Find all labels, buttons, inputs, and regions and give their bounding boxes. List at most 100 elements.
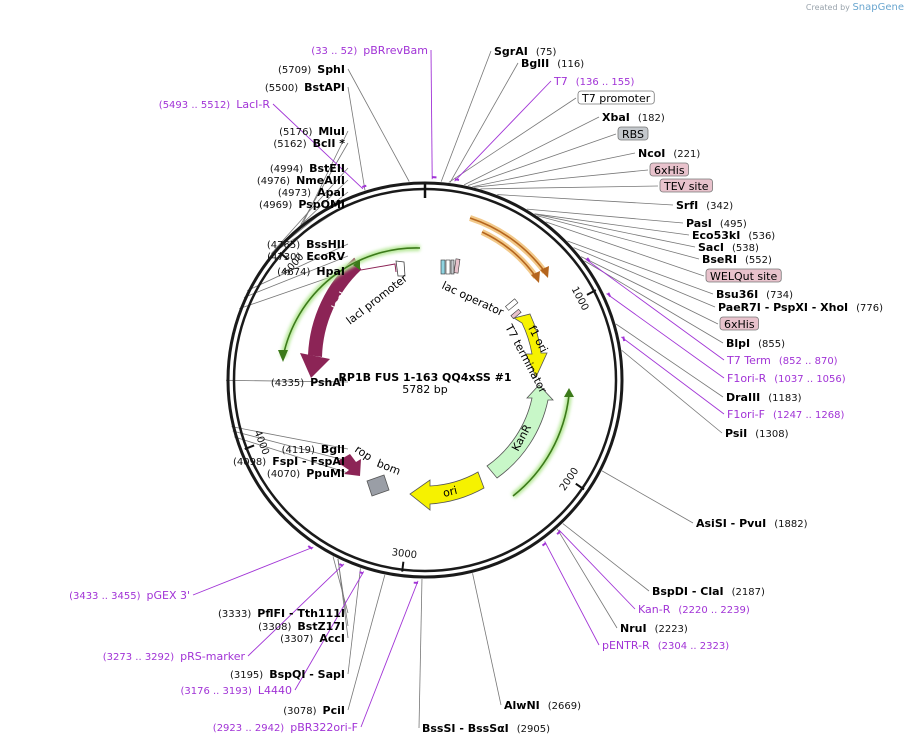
site-label-position: (855) [758,339,785,350]
primer-label-name: pBRrevBam [363,44,428,57]
primer-leader-line [247,563,345,657]
site-label-position: (2223) [655,624,688,635]
tick-mark [586,289,597,296]
primer-leader-line [585,258,725,361]
leader-line [347,574,386,711]
primer-leader-line [606,293,725,379]
orf-orange-2-line [481,231,537,278]
site-label-position: (75) [536,47,557,58]
primer-leader-lines [192,49,725,728]
orf-orange-2-head [531,271,540,283]
primer-marks [307,176,626,584]
leader-line [247,243,349,292]
leader-line [562,523,650,592]
site-label-name: XbaI [602,111,630,124]
leader-line [448,97,577,183]
site-label-position: (221) [673,149,700,160]
primer-label-name: T7 Term [726,354,771,367]
feature-label-bom: bom [375,457,403,478]
site-label-position: (3195) [230,670,263,681]
site-label-name: BspDI - ClaI [652,585,724,598]
site-label-position: (734) [766,290,793,301]
primer-mark [586,257,591,262]
orf-arc-right-head [564,388,574,397]
site-label-name: BstEII [309,162,345,175]
primer-label-name: F1ori-R [727,372,767,385]
site-label-position: (552) [745,255,772,266]
primer-leader-line [192,546,314,596]
site-label-position: (182) [638,113,665,124]
primer-label-position: (3433 .. 3455) [69,591,141,602]
feature-label-laci-promoter: lacI promoter [344,271,410,327]
site-label-position: (5162) [273,139,306,150]
leader-line [472,152,636,188]
leader-line [556,528,618,629]
site-label-name: EcoRV [306,250,345,263]
site-label-position: (495) [720,219,747,230]
primer-label-name: pRS-marker [180,650,245,663]
leader-line [474,169,649,188]
site-label-name: BssHII [306,238,345,251]
small-tag-feature [510,308,522,320]
primer-label-position: (2220 .. 2239) [678,605,750,616]
site-label-name: NcoI [638,147,665,160]
site-label-name: PasI [686,217,712,230]
feature-box-label: 6xHis [654,164,685,177]
feature-box [719,316,759,331]
site-label-name: MluI [318,125,345,138]
site-label-name: HpaI [316,265,345,278]
site-label-name: SgrAI [494,45,528,58]
primer-label-name: L4440 [258,684,292,697]
feature-box [705,268,782,283]
laci-feature [308,258,361,357]
backbone-outer [226,181,624,579]
primer-label-name: pENTR-R [602,639,650,652]
site-label-name: PshAI [310,376,345,389]
site-label-position: (4098) [233,457,266,468]
tick-label: 4000 [251,429,270,457]
laci-arrowhead [300,353,330,378]
site-label-name: PaeR7I - PspXI - XhoI [718,301,848,314]
leader-line [225,379,349,383]
site-label-position: (536) [748,231,775,242]
leader-line [440,50,492,182]
leader-line [537,215,700,260]
site-label-name: Bsu36I [716,288,758,301]
tick-mark [279,251,289,260]
primer-label-position: (3273 .. 3292) [103,652,175,663]
leader-line [418,578,423,729]
site-label-position: (116) [557,59,584,70]
primer-mark [338,563,344,567]
tick-mark [244,444,255,450]
leader-line [601,470,694,524]
leader-line [472,573,502,706]
site-label-name: PciI [323,704,345,717]
site-label-name: BstZ17I [297,620,345,633]
feature-label-ori: ori [442,484,459,500]
primer-label-name: pGEX 3' [146,589,190,602]
leader-line [232,430,349,462]
site-label-position: (4969) [259,200,292,211]
primer-mark [622,336,626,342]
site-label-position: (4994) [270,164,303,175]
site-label-name: NruI [620,622,647,635]
f1-ori-feature [512,313,548,378]
leader-line [347,568,361,675]
primer-mark [307,545,313,550]
primer-label-name: pBR322ori-F [290,721,358,734]
site-label-name: BssSI - BssSαI [422,722,509,735]
leader-line [347,86,366,191]
site-label-name: Eco53kI [692,229,740,242]
orf-arc-right-line [512,394,570,497]
kanr-feature [486,384,554,479]
leader-line [480,185,659,190]
site-label-position: (2187) [732,587,765,598]
site-label-position: (4730) [267,252,300,263]
site-label-position: (2905) [517,724,550,735]
snapgene-credit: Created by SnapGene [805,2,904,13]
site-label-name: PpuMI [306,467,345,480]
site-label-position: (1308) [755,429,788,440]
site-label-name: AlwNI [504,699,540,712]
tick-mark [401,561,405,572]
